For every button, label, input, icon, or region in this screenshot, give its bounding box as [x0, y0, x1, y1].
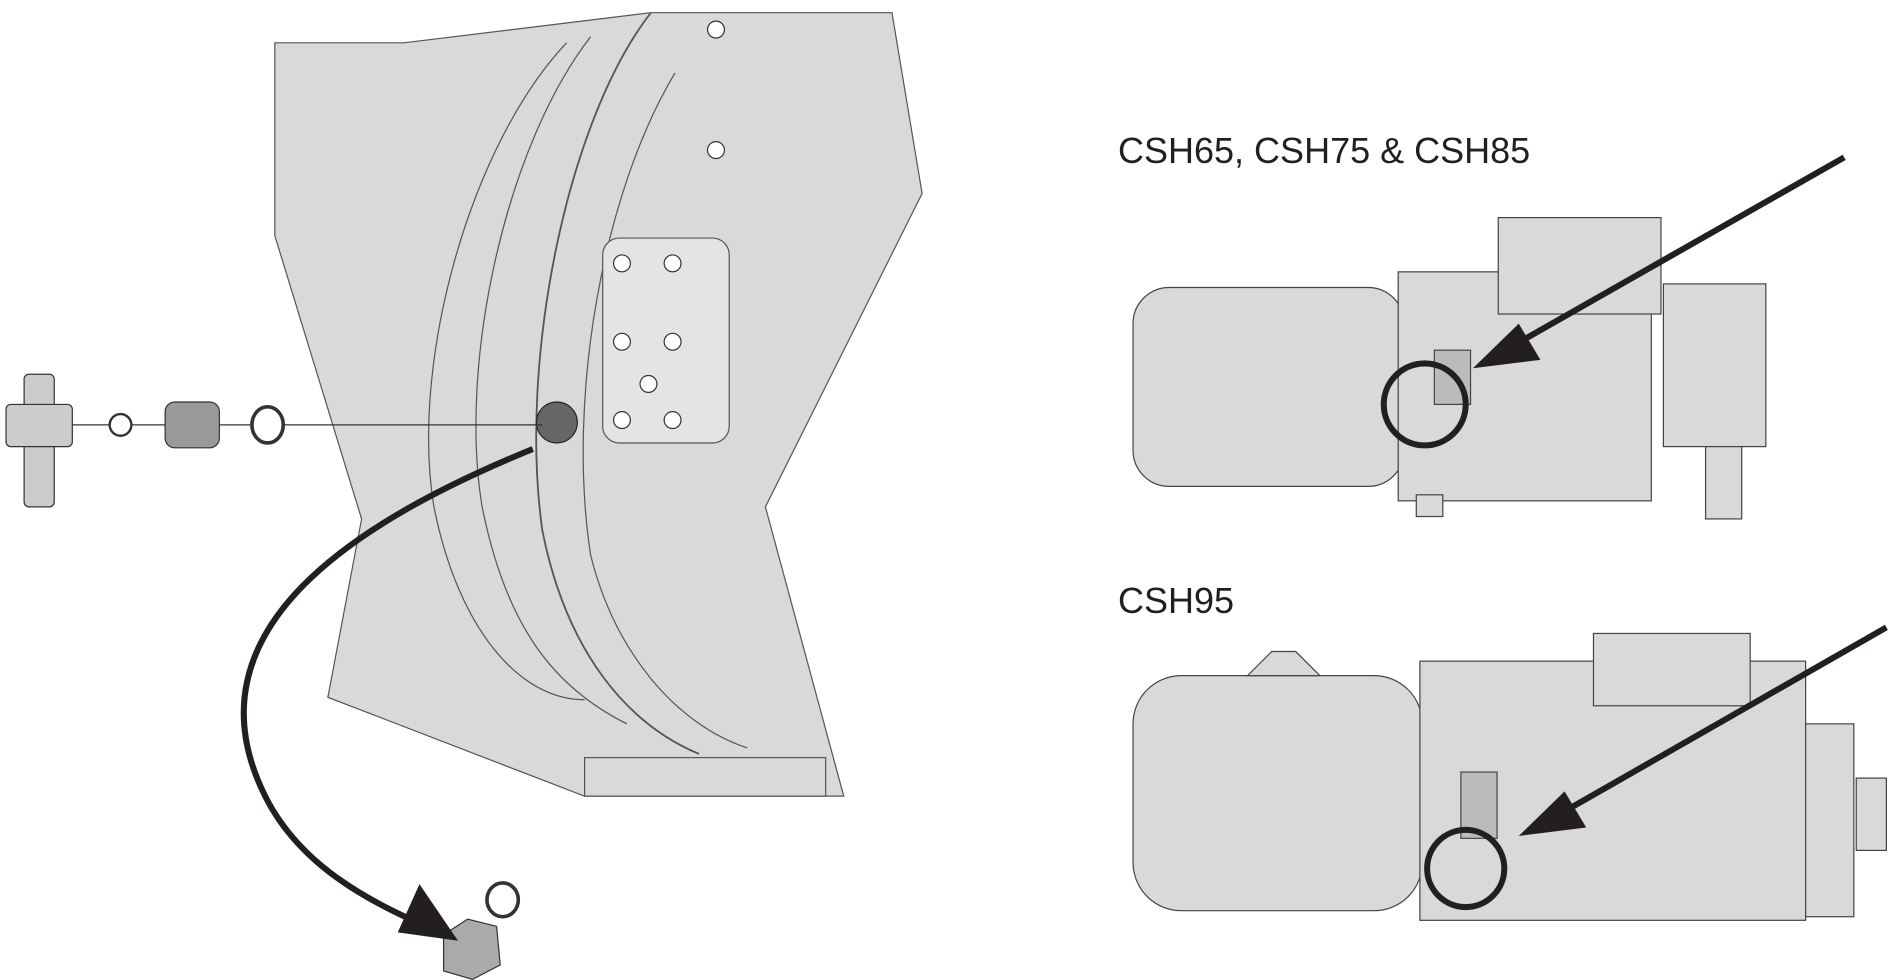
model-label-csh65-85: CSH65, CSH75 & CSH85 [1118, 130, 1531, 171]
highlight-circle [1424, 826, 1508, 911]
curved-arrow [240, 446, 534, 938]
highlight-circle [1380, 360, 1469, 449]
exploded-fittings [5, 373, 543, 980]
enlarged-housing-view [274, 12, 923, 797]
compressor-csh95 [1132, 632, 1887, 921]
model-label-csh95: CSH95 [1118, 580, 1235, 621]
compressor-csh65-85 [1132, 216, 1767, 520]
